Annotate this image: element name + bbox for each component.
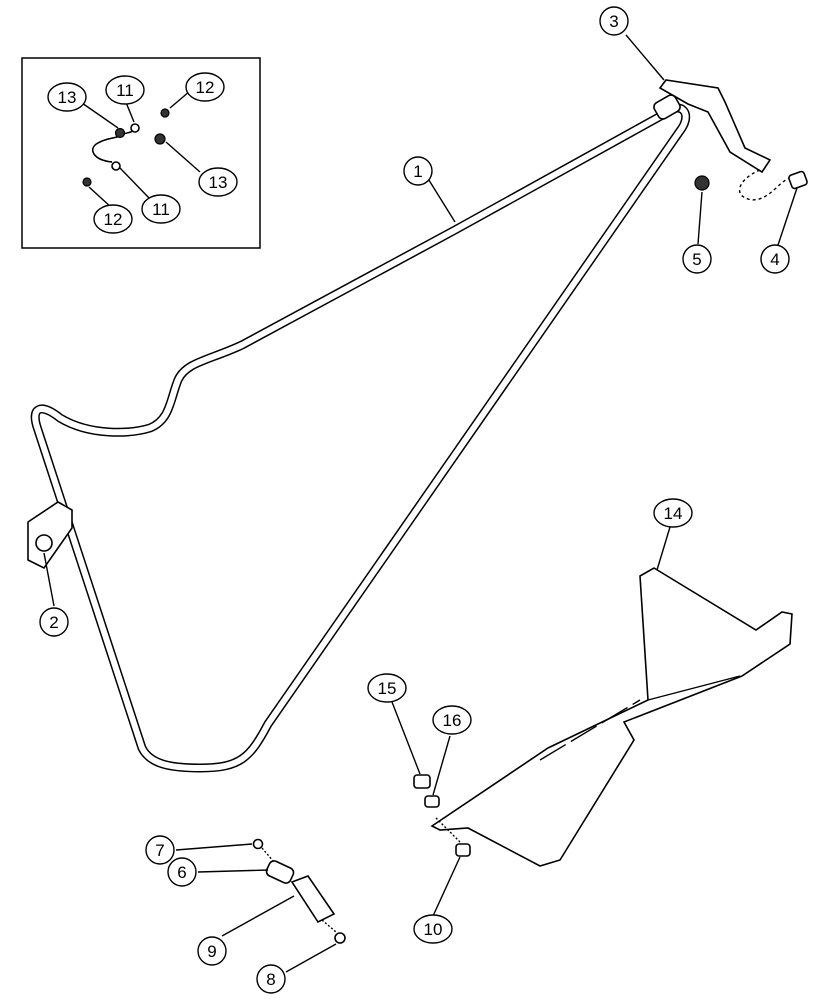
nut-10 [455,843,471,857]
clamp-6 [265,860,295,884]
callout-10: 10 [413,914,453,944]
callout-12b: 12 [93,204,133,234]
callout-15-label: 15 [378,679,397,698]
callout-11b-label: 11 [152,200,170,219]
callout-11b: 11 [141,194,181,224]
frame-tube [30,103,691,773]
callout-9: 9 [197,936,227,966]
callout-3: 3 [599,6,629,36]
callout-4-label: 4 [770,250,779,269]
shield-14 [430,567,793,867]
callout-11a-label: 11 [116,81,134,100]
callout-7: 7 [145,835,175,865]
inset-fitting-11b [111,161,121,171]
leader-lines [43,34,798,973]
callout-2-label: 2 [49,613,58,632]
callout-1: 1 [403,156,433,186]
bolt-4 [788,170,808,190]
callout-12b-label: 12 [104,210,123,229]
callout-6-label: 6 [177,863,186,882]
callout-12a: 12 [185,72,225,102]
bolt-7 [252,838,264,850]
callout-13b-label: 13 [209,173,228,192]
callout-14-label: 14 [664,504,683,523]
callout-8: 8 [256,964,286,994]
callout-14: 14 [653,498,693,528]
callout-3-label: 3 [609,12,618,31]
callout-11a: 11 [105,75,145,105]
bracket-3 [653,79,791,201]
callout-8-label: 8 [266,970,275,989]
callout-4: 4 [760,244,790,274]
bracket-2 [27,501,73,570]
nut-8 [334,932,346,944]
callout-1-label: 1 [413,162,422,181]
inset-box [21,57,261,249]
inset-fitting-11a [130,123,140,133]
nut-5 [694,175,710,191]
callout-6: 6 [167,857,197,887]
bracket-9 [290,875,336,924]
inset-bolt-12a [160,108,170,118]
callout-12a-label: 12 [196,78,215,97]
callout-15: 15 [367,673,407,703]
inset-leaders [81,90,201,209]
callout-16-label: 16 [443,711,462,730]
callout-13a-label: 13 [58,88,77,107]
callout-7-label: 7 [155,841,164,860]
clip-assembly [252,838,346,944]
callout-5: 5 [682,244,712,274]
bolt-15 [413,774,431,789]
callout-9-label: 9 [207,942,216,961]
callout-5-label: 5 [692,250,701,269]
inset-bolt-12b [82,177,92,187]
callout-10-label: 10 [424,920,443,939]
washer-16 [424,795,440,808]
inset-fitting-13a [114,127,126,139]
callout-16: 16 [432,705,472,735]
inset-nut-13b [154,133,166,145]
callout-13a: 13 [47,82,87,112]
inset-fuel-line [92,129,135,163]
callout-2: 2 [39,607,69,637]
callout-13b: 13 [198,167,238,197]
